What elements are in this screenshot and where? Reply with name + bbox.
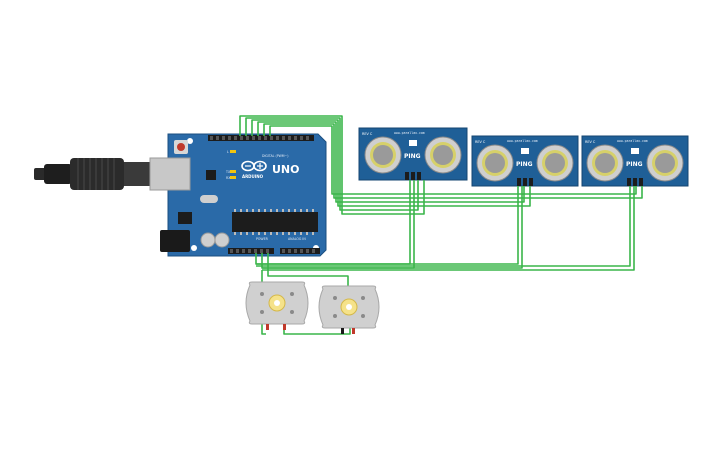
dc-motor-1[interactable] [245,281,309,330]
wire [262,186,523,269]
sensor-pins[interactable] [517,178,533,186]
power-label: POWER [256,237,269,241]
sensor-website: www.parallax.com [394,131,425,135]
tx-label: TX [225,170,231,174]
arduino-logo [241,160,267,172]
wire [269,125,637,195]
motor-terminal[interactable] [283,324,286,330]
usb-port [149,157,191,191]
power-header[interactable] [228,248,274,254]
sensor-name: PING [516,161,533,168]
sensor-pins[interactable] [627,178,643,186]
capacitor [214,232,230,248]
power-jack [160,230,190,252]
wire [257,121,525,203]
wires[interactable] [239,115,643,335]
brand-label: ARDUINO [242,174,264,179]
wire [262,186,635,271]
analog-header[interactable] [280,248,320,254]
atmega-chip [232,212,318,232]
usb-chip [206,170,216,180]
mounting-hole [187,138,193,144]
voltage-regulator [178,212,192,224]
analog-label: ANALOG IN [288,237,306,241]
dc-motor-2[interactable] [318,285,380,334]
crystal [200,195,218,203]
motor-terminal[interactable] [266,324,269,330]
rx-label: RX [226,176,231,180]
sensor-website: www.parallax.com [507,139,538,143]
ultrasonic-sensor-2[interactable]: REV C www.parallax.com PING [471,135,579,187]
sensor-name: PING [626,161,643,168]
digital-header[interactable] [208,135,314,141]
arduino-board[interactable]: TX RX L ARDUINO UNO DIGITAL (PWM~) [149,133,327,257]
sensor-rev: REV C [585,140,596,144]
l-label: L [227,150,229,154]
l-led [230,150,236,153]
wire [256,186,631,267]
tx-led [230,170,236,173]
ultrasonic-sensor-3[interactable]: REV C www.parallax.com PING [581,135,689,187]
reset-button-cap[interactable] [177,143,185,151]
wire [263,123,643,199]
wire [245,117,419,211]
capacitor [200,232,216,248]
rx-led [230,176,236,179]
sensor-pins[interactable] [405,172,421,180]
model-label: UNO [272,163,300,176]
ultrasonic-sensor-1[interactable]: REV C www.parallax.com PING [358,127,468,181]
sensor-rev: REV C [475,140,486,144]
sensor-website: www.parallax.com [617,139,648,143]
sensor-name: PING [404,153,421,160]
wire [251,119,531,207]
wire [239,115,425,215]
wire [256,186,519,265]
motor-terminal[interactable] [341,328,344,334]
motor-terminal[interactable] [352,328,355,334]
mounting-hole [191,245,197,251]
wire [283,328,351,335]
digital-label: DIGITAL (PWM~) [262,154,288,158]
sensor-rev: REV C [362,132,373,136]
